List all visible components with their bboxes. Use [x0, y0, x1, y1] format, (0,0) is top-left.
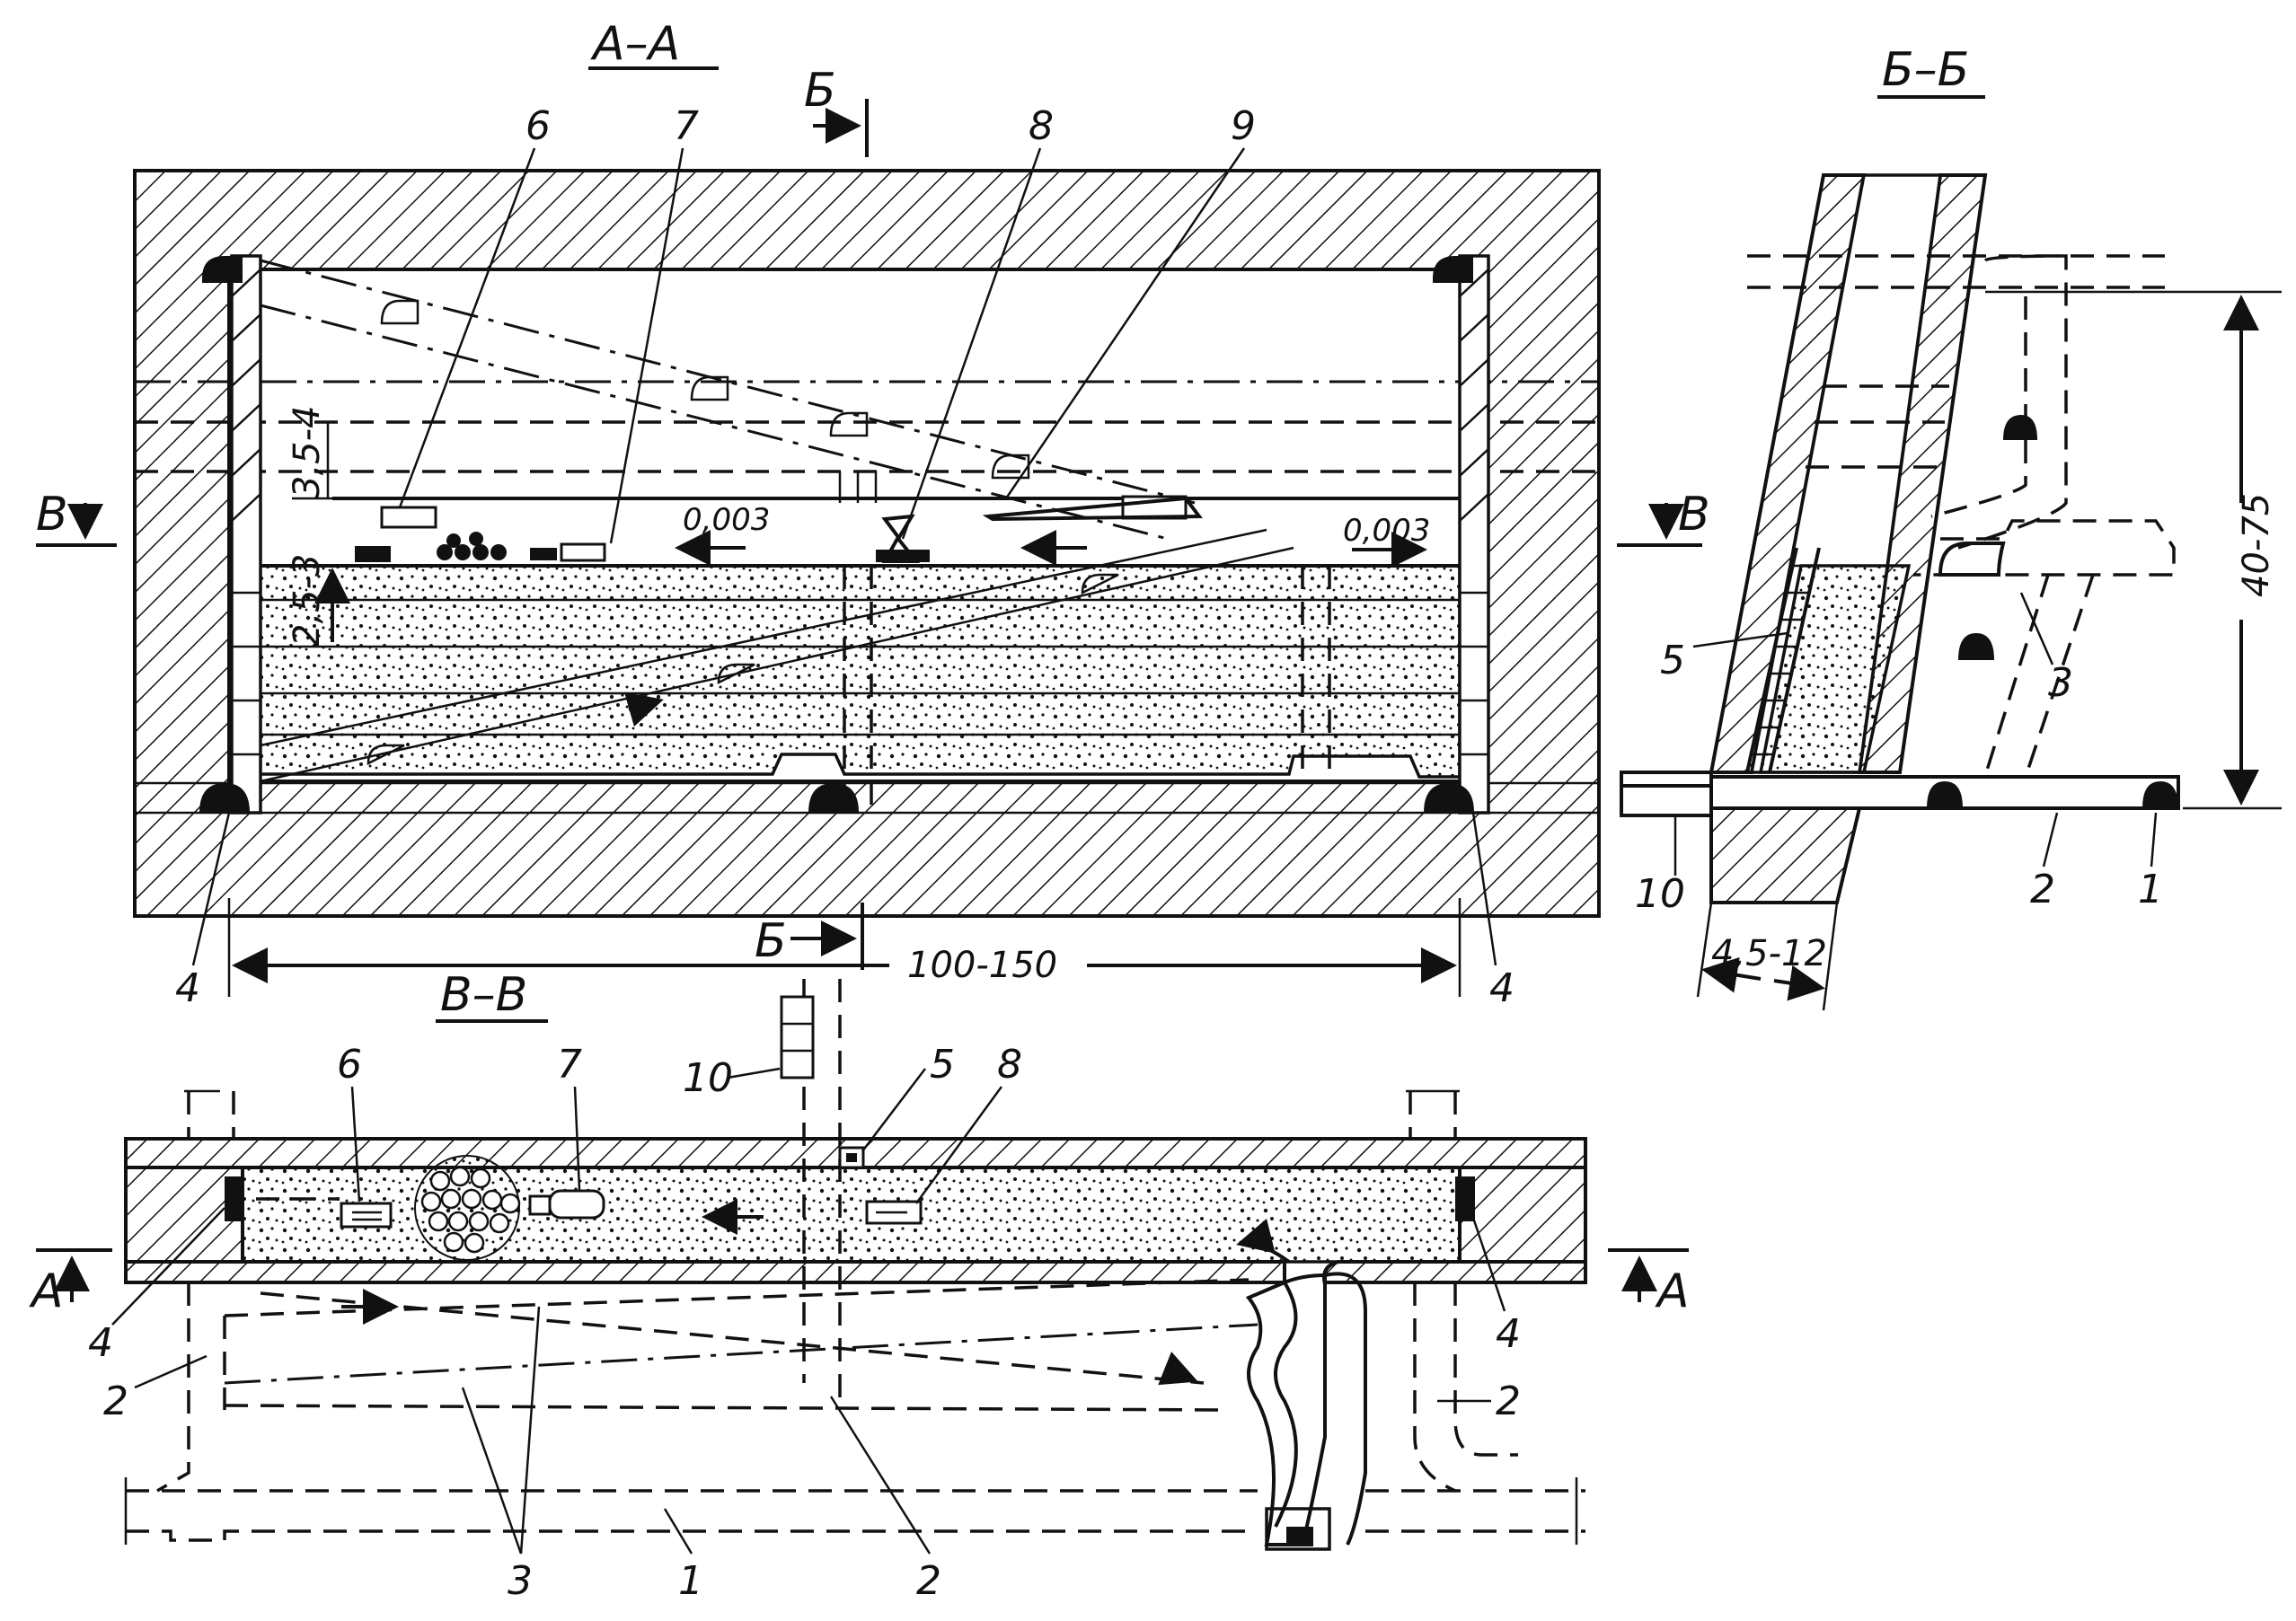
drift-bottom-center [808, 783, 859, 813]
section-aa: А–А [36, 17, 1710, 1011]
cut-b-top: Б [804, 64, 869, 157]
drift-top-right [1433, 256, 1473, 283]
svg-text:Б: Б [755, 914, 787, 968]
callout-5-vv: 5 [930, 1042, 955, 1088]
inclined-ramp-upper [260, 259, 1196, 541]
callout-5-bb: 5 [1660, 638, 1685, 683]
inclined-ramp-lower [260, 528, 1294, 783]
svg-text:Б: Б [804, 64, 836, 118]
right-pillar-vv [1458, 1166, 1587, 1264]
drift-top-left [202, 256, 243, 283]
gradient-right-label: 0,003 [1343, 513, 1430, 549]
left-pillar-vv [124, 1166, 244, 1264]
raise-right-vv [1455, 1176, 1475, 1221]
equipment-vv [340, 1155, 923, 1261]
section-bb-title: Б–Б [1882, 43, 1969, 97]
leader-4-left [191, 812, 231, 966]
drift-bottom-left [199, 783, 250, 813]
cross-drift-right [1322, 1260, 1587, 1285]
dim-slice-height: 3,5-4 [287, 406, 334, 500]
svg-text:А: А [1655, 1264, 1690, 1318]
vv-upper-dashes [184, 1089, 1460, 1139]
svg-text:40-75: 40-75 [2236, 493, 2277, 597]
section-vv-title: В–В [440, 968, 527, 1022]
callout-2-vv-right: 2 [1496, 1379, 1521, 1424]
callout-4-vv-left: 4 [88, 1320, 113, 1366]
svg-text:В: В [1678, 488, 1710, 542]
turn-arrow-vv [1236, 1218, 1291, 1264]
cut-a-right: А [1608, 1248, 1690, 1318]
haulage-drift-vv [124, 1282, 1585, 1545]
cut-b-bottom: Б [755, 903, 864, 970]
drift-bb-2 [1927, 781, 1963, 808]
ramp-vv [223, 1278, 1258, 1412]
leader-9 [1004, 147, 1246, 499]
callout-4-left: 4 [175, 965, 200, 1011]
svg-text:100-150: 100-150 [907, 945, 1057, 986]
callout-10-vv: 10 [683, 1055, 733, 1101]
callout-2-vv-left: 2 [103, 1379, 128, 1424]
leader-6 [398, 147, 536, 508]
equipment-aa [355, 471, 1203, 563]
callout-7-vv: 7 [557, 1042, 582, 1088]
chute-bb [1620, 771, 1713, 817]
drift-vv-bottom [1286, 1527, 1313, 1546]
dim-lift-height: 2,5-3 [287, 554, 350, 648]
dim-block-height: 40-75 [1985, 290, 2282, 810]
dim-ore-thickness: 4,5-12 [1696, 902, 1839, 1011]
callout-3-vv: 3 [508, 1558, 533, 1604]
callout-9: 9 [1231, 103, 1256, 149]
footwall-vv [124, 1260, 1286, 1284]
callout-2-bb: 2 [2030, 867, 2055, 912]
callout-1-bb: 1 [2138, 867, 2163, 912]
raise-left-vv [225, 1176, 244, 1221]
gradient-left-label: 0,003 [683, 502, 770, 538]
cross-drift-wall-left [1274, 1281, 1298, 1528]
svg-text:А: А [29, 1264, 64, 1318]
cut-v-right: В [1617, 488, 1710, 547]
right-raise-ladder [1458, 254, 1490, 815]
left-raise-ladder [230, 254, 262, 815]
cut-a-left: А [29, 1248, 112, 1318]
foot-rock-bb [1709, 806, 1862, 904]
callout-10-bb: 10 [1635, 871, 1685, 917]
orepass-vv [780, 979, 865, 1401]
callout-8: 8 [1029, 103, 1054, 149]
svg-text:3,5-4: 3,5-4 [287, 406, 328, 499]
svg-text:4,5-12: 4,5-12 [1711, 933, 1827, 974]
inclined-ramp-bb [1913, 254, 2176, 791]
drift-bb-1 [2142, 781, 2178, 808]
leader-7 [609, 147, 684, 544]
ore-layers [235, 598, 1460, 736]
leader-4-right [1471, 812, 1497, 966]
section-vv: В–В [29, 968, 1690, 1604]
callout-1-vv: 1 [678, 1558, 703, 1604]
drift-bottom-right [1424, 783, 1474, 813]
ladder-bb [1745, 547, 1821, 773]
callout-6: 6 [525, 103, 551, 149]
svg-text:2,5-3: 2,5-3 [287, 554, 328, 648]
callout-3-bb: 3 [2048, 660, 2073, 706]
callout-4-vv-right: 4 [1496, 1311, 1521, 1357]
callout-4-right: 4 [1489, 965, 1514, 1011]
cross-drift-wall-line [1324, 1272, 1367, 1546]
cut-v-left: В [36, 488, 117, 547]
leader-8 [901, 147, 1042, 540]
callout-7: 7 [674, 103, 699, 149]
svg-text:В: В [36, 488, 68, 542]
callout-6-vv: 6 [337, 1042, 362, 1088]
section-bb: Б–Б [1620, 43, 2282, 1011]
callout-2-vv-bottom: 2 [916, 1558, 941, 1604]
dim-block-length: 100-150 [227, 898, 1461, 997]
broken-ore-bb [1758, 564, 1912, 774]
center-orepass-aa [843, 566, 1331, 808]
section-aa-title: А–А [590, 17, 680, 71]
callout-8-vv: 8 [997, 1042, 1022, 1088]
